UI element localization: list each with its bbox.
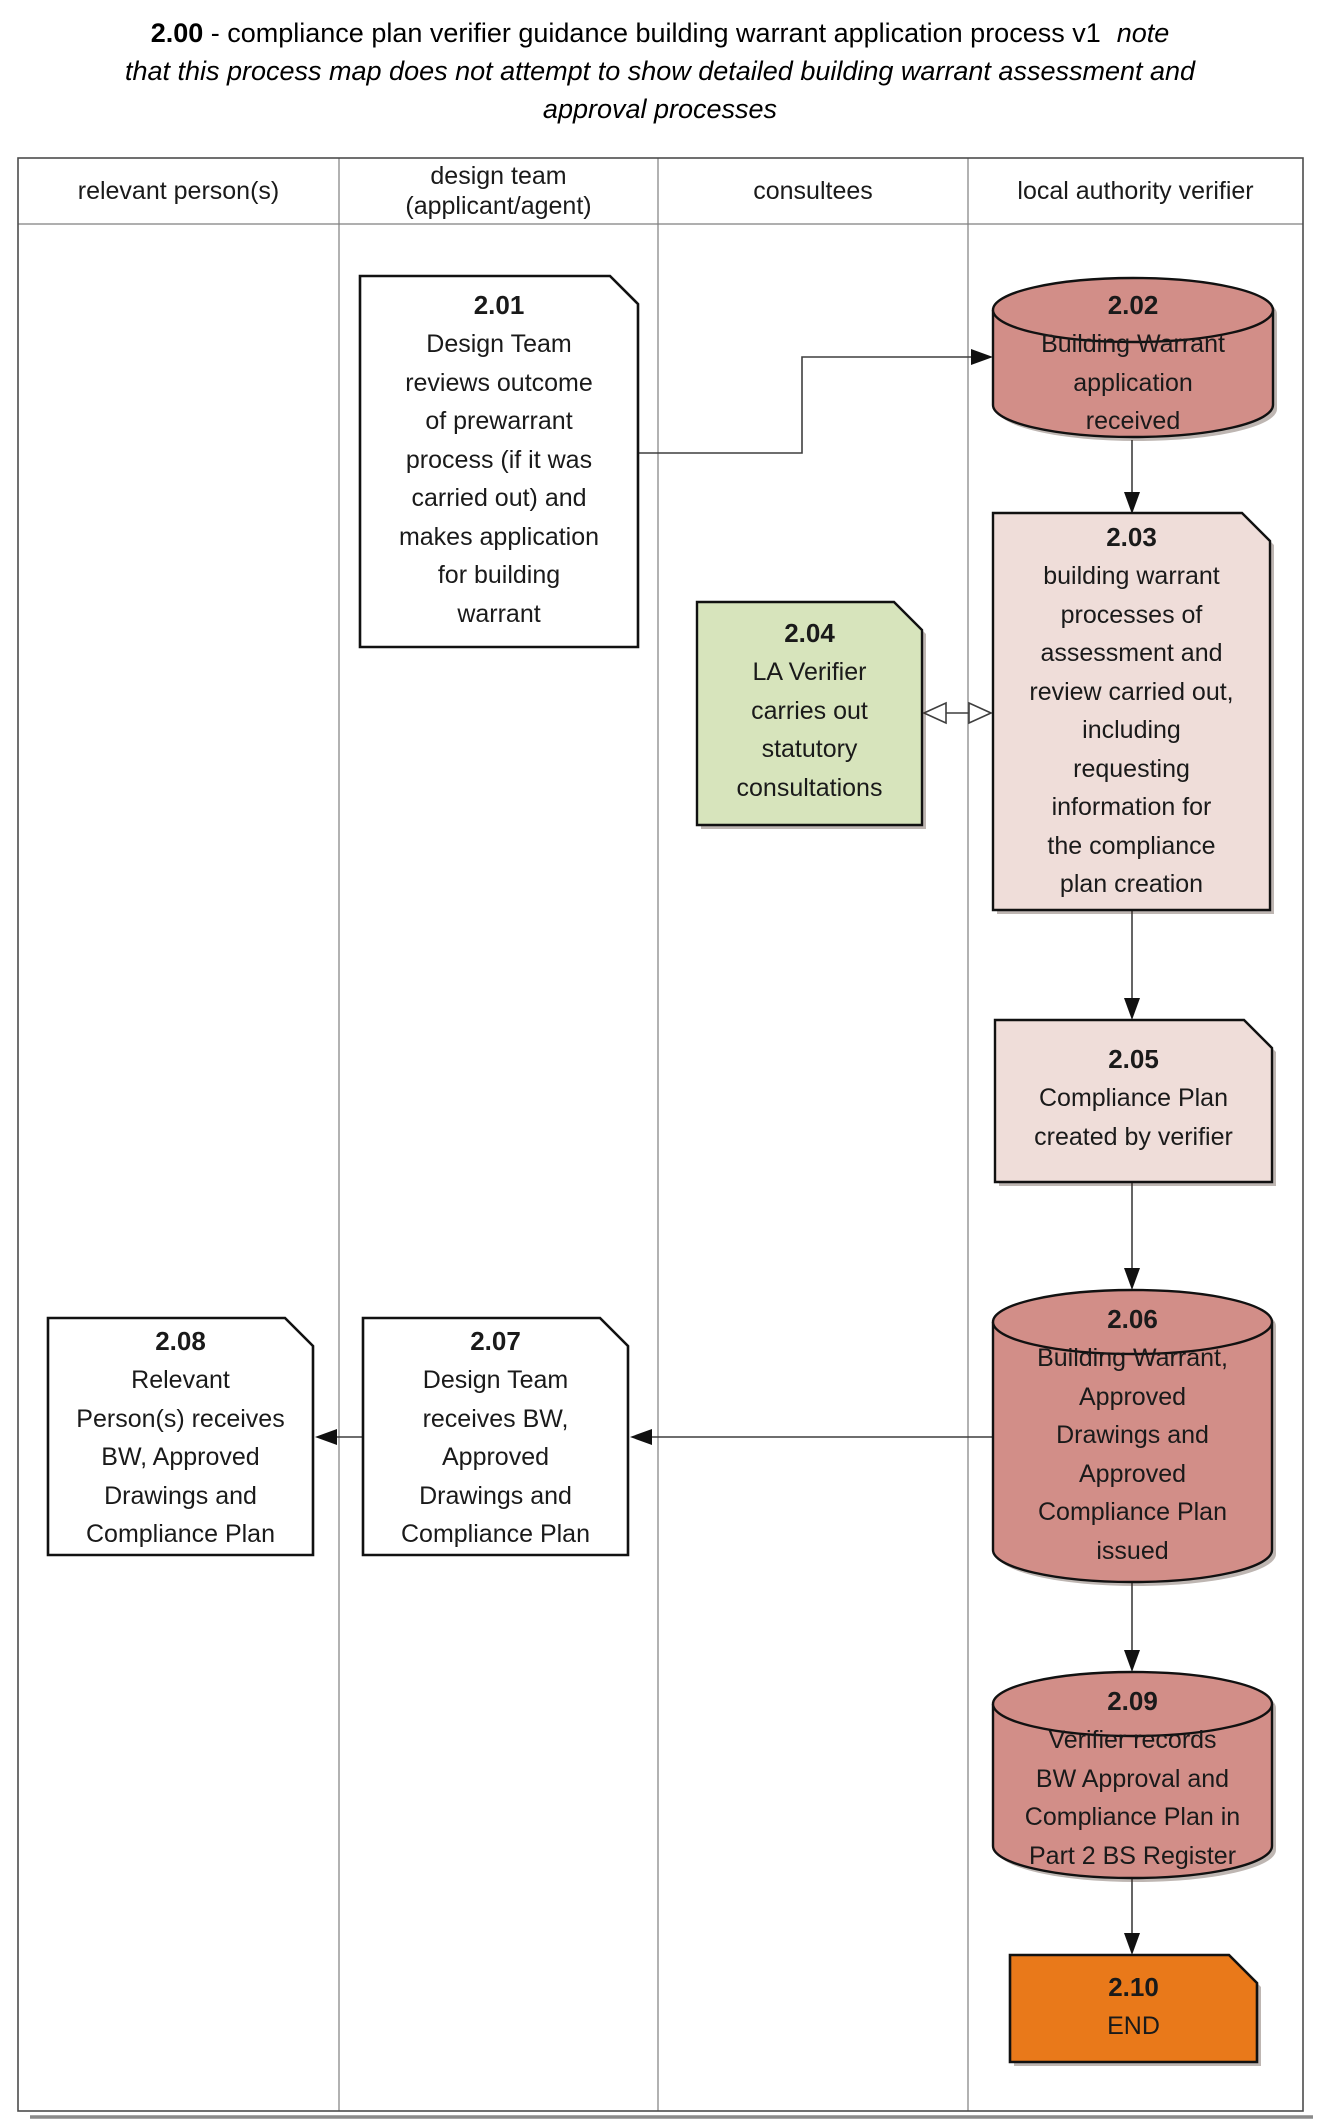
node-2.06-label: 2.06 Building Warrant, Approved Drawings…	[993, 1300, 1272, 1570]
edge-2.06-to-2.09	[1124, 1582, 1140, 1672]
arrowhead-icon	[1124, 1650, 1140, 1672]
arrowhead-icon	[315, 1429, 337, 1445]
table-outer-border	[17, 157, 1304, 2112]
node-2.05-label: 2.05 Compliance Plan created by verifier	[995, 1040, 1272, 1156]
node-2.07-card-shape	[361, 1316, 630, 1557]
node-shapes	[46, 274, 1275, 2064]
title-line-2: that this process map does not attempt t…	[124, 56, 1196, 86]
node-2.04-label: 2.04 LA Verifier carries out statutory c…	[697, 614, 922, 807]
node-2.03-card-shape	[991, 511, 1272, 912]
node-id: 2.07	[470, 1326, 521, 1356]
node-body: LA Verifier carries out statutory consul…	[736, 658, 883, 802]
node-2.08-label: 2.08 Relevant Person(s) receives BW, App…	[48, 1322, 313, 1554]
node-id: 2.04	[784, 618, 835, 648]
node-id: 2.09	[1107, 1686, 1158, 1716]
node-2.02-label: 2.02 Building Warrant application receiv…	[993, 286, 1273, 441]
node-2.04-card-shape	[695, 600, 924, 827]
node-2.10-label: 2.10 END	[1010, 1968, 1257, 2046]
node-2.07-label: 2.07 Design Team receives BW, Approved D…	[363, 1322, 628, 1554]
node-2.02-cylinder-shape	[991, 276, 1275, 439]
lane-header-local-authority-verifier: local authority verifier	[1017, 177, 1254, 205]
title-code: 2.00	[150, 18, 204, 48]
node-2.03-label: 2.03 building warrant processes of asses…	[993, 518, 1270, 904]
node-id: 2.06	[1107, 1304, 1158, 1334]
edge-2.01-to-2.02	[638, 349, 993, 454]
node-id: 2.01	[473, 290, 525, 320]
arrowhead-icon	[1124, 1933, 1140, 1955]
edge-2.06-to-2.07	[630, 1429, 993, 1445]
node-2.10-end-shape	[1008, 1953, 1259, 2064]
open-arrowhead-icon	[922, 701, 947, 725]
lane-header-consultees: consultees	[753, 177, 873, 205]
node-body: END	[1107, 2012, 1160, 2040]
lane-header-design-team: design team (applicant/agent)	[405, 162, 592, 220]
arrowhead-icon	[1124, 1268, 1140, 1290]
node-2.05-card-shape	[993, 1018, 1274, 1184]
title-note-start: note	[1116, 18, 1170, 48]
node-body: Design Team reviews outcome of prewarran…	[398, 330, 600, 628]
node-id: 2.05	[1108, 1044, 1159, 1074]
connectors	[315, 349, 1140, 1955]
edge-2.03-to-2.04-bidirectional	[922, 701, 993, 725]
node-2.09-label: 2.09 Verifier records BW Approval and Co…	[993, 1682, 1272, 1875]
title-line-1: 2.00 - compliance plan verifier guidance…	[30, 14, 1290, 52]
node-id: 2.10	[1108, 1972, 1159, 2002]
node-2.09-cylinder-shape	[991, 1670, 1274, 1880]
edge-2.02-to-2.03	[1124, 440, 1140, 514]
node-body: Compliance Plan created by verifier	[1034, 1084, 1233, 1151]
node-2.06-cylinder-shape	[991, 1288, 1274, 1584]
open-arrowhead-icon	[968, 701, 993, 725]
node-id: 2.02	[1107, 290, 1159, 320]
arrowhead-icon	[630, 1429, 652, 1445]
title-line-3: approval processes	[542, 94, 778, 124]
arrowhead-icon	[971, 349, 993, 365]
edge-2.03-to-2.05	[1124, 911, 1140, 1020]
node-2.08-card-shape	[46, 1316, 315, 1557]
title-main: - compliance plan verifier guidance buil…	[203, 18, 1101, 48]
diagram-title: 2.00 - compliance plan verifier guidance…	[30, 14, 1290, 128]
edge-2.05-to-2.06	[1124, 1183, 1140, 1290]
edge-2.09-to-2.10	[1124, 1879, 1140, 1955]
node-2.01-label: 2.01 Design Team reviews outcome of prew…	[365, 286, 633, 633]
edge-2.07-to-2.08	[315, 1429, 363, 1445]
arrowhead-icon	[1124, 492, 1140, 514]
lane-header-relevant-persons: relevant person(s)	[77, 177, 280, 205]
node-id: 2.03	[1106, 522, 1157, 552]
node-2.01-card-shape	[358, 274, 640, 649]
node-body: Building Warrant application received	[1041, 330, 1225, 435]
node-body: building warrant processes of assessment…	[1029, 562, 1234, 898]
node-body: Verifier records BW Approval and Complia…	[1024, 1726, 1241, 1870]
node-body: Relevant Person(s) receives BW, Approved…	[76, 1366, 285, 1548]
swimlane-grid	[18, 158, 1303, 2111]
node-id: 2.08	[155, 1326, 206, 1356]
node-body: Building Warrant, Approved Drawings and …	[1037, 1344, 1228, 1565]
node-body: Design Team receives BW, Approved Drawin…	[401, 1366, 590, 1548]
arrowhead-icon	[1124, 998, 1140, 1020]
